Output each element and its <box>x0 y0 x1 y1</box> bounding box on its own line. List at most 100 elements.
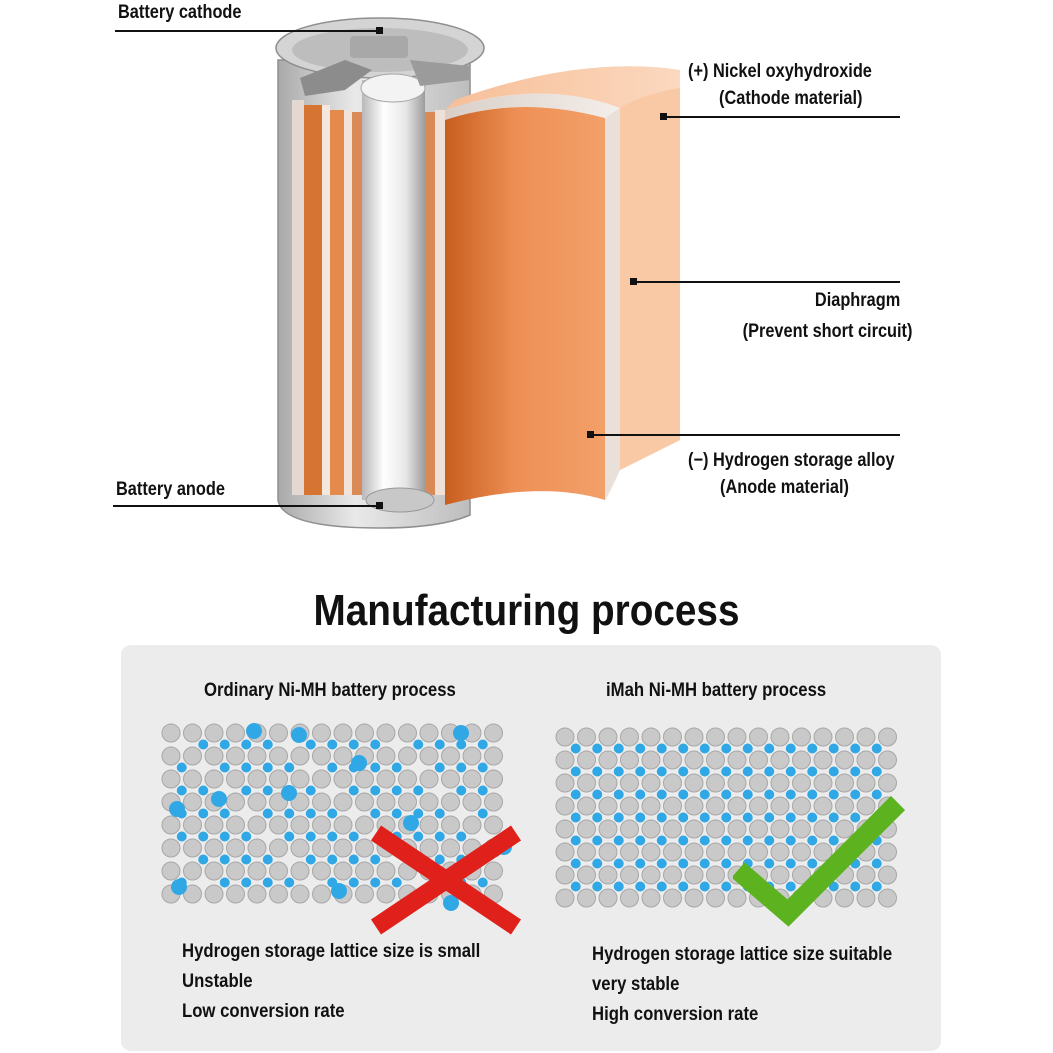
lattice-atom <box>312 746 331 766</box>
hydrogen-atom <box>592 858 603 869</box>
lattice-atom <box>598 819 618 839</box>
winding-layers <box>292 100 445 495</box>
nickel-oxyhydroxide-label: (+) Nickel oxyhydroxide <box>688 61 872 82</box>
hydrogen-atom <box>678 881 689 892</box>
lattice-atom <box>792 750 811 770</box>
hydrogen-atom <box>764 858 775 869</box>
hydrogen-atom <box>635 881 646 892</box>
lattice-atom <box>684 842 704 862</box>
hydrogen-atom <box>635 789 646 800</box>
lattice-atom <box>333 769 353 789</box>
hydrogen-atom <box>656 858 667 869</box>
lattice-atom <box>577 819 596 839</box>
hydrogen-atom <box>807 789 818 800</box>
hydrogen-atom <box>219 762 230 773</box>
hydrogen-atom <box>241 739 252 750</box>
lattice-atom <box>706 727 725 747</box>
hydrogen-atom <box>305 785 316 796</box>
lattice-atom <box>598 773 618 793</box>
lattice-atom <box>598 796 618 816</box>
hydrogen-atom <box>391 808 402 819</box>
lattice-atom <box>641 727 661 747</box>
hydrogen-atom <box>785 812 796 823</box>
lattice-atom <box>204 769 224 789</box>
lattice-atom <box>856 796 876 816</box>
lattice-atom <box>706 888 725 908</box>
battery-core <box>360 73 435 513</box>
lattice-atom <box>269 815 288 835</box>
hydrogen-atom <box>678 789 689 800</box>
lattice-atom <box>333 861 353 881</box>
hydrogen-atom <box>413 739 424 750</box>
lattice-atom <box>484 769 503 789</box>
hydrogen-atom <box>198 808 209 819</box>
hydrogen-atom <box>305 808 316 819</box>
hydrogen-atom <box>635 858 646 869</box>
hydrogen-atom <box>828 789 839 800</box>
hydrogen-atom <box>246 723 262 739</box>
hydrogen-atom <box>198 854 209 865</box>
lattice-atom <box>641 750 661 770</box>
hydrogen-atom <box>656 881 667 892</box>
hydrogen-atom <box>219 808 230 819</box>
hydrogen-atom <box>699 812 710 823</box>
hydrogen-atom <box>305 739 316 750</box>
lattice-atom <box>226 769 245 789</box>
lattice-atom <box>684 773 704 793</box>
lattice-atom <box>555 773 575 793</box>
lattice-atom <box>290 815 310 835</box>
anode-material-label: (Anode material) <box>720 477 849 498</box>
lattice-atom <box>247 838 267 858</box>
hydrogen-atom <box>678 835 689 846</box>
hydrogen-atom <box>656 812 667 823</box>
ordinary-description: Hydrogen storage lattice size is small U… <box>182 937 480 1027</box>
lattice-atom <box>333 792 353 812</box>
hydrogen-atom <box>785 835 796 846</box>
hydrogen-atom <box>721 881 732 892</box>
lattice-atom <box>684 865 704 885</box>
lattice-atom <box>684 727 704 747</box>
lattice-atom <box>598 888 618 908</box>
lattice-atom <box>555 727 575 747</box>
lattice-atom <box>706 842 725 862</box>
hydrogen-atom <box>850 881 861 892</box>
hydrogen-atom <box>413 808 424 819</box>
hydrogen-atom <box>370 854 381 865</box>
nickel-leader-line <box>663 116 900 118</box>
lattice-atom <box>376 723 396 743</box>
lattice-atom <box>749 819 768 839</box>
hydrogen-atom <box>592 766 603 777</box>
lattice-atom <box>419 838 439 858</box>
hydrogen-atom <box>370 785 381 796</box>
lattice-atom <box>161 815 181 835</box>
lattice-atom <box>247 792 267 812</box>
lattice-atom <box>598 865 618 885</box>
lattice-atom <box>312 815 331 835</box>
hydrogen-atom <box>434 808 445 819</box>
hydrogen-atom <box>721 743 732 754</box>
hydrogen-atom <box>635 743 646 754</box>
hydrogen-atom <box>305 854 316 865</box>
hydrogen-atom <box>570 858 581 869</box>
lattice-atom <box>462 815 482 835</box>
hydrogen-atom <box>785 766 796 777</box>
hydrogen-atom <box>656 766 667 777</box>
lattice-atom <box>792 842 811 862</box>
lattice-atom <box>183 723 202 743</box>
lattice-atom <box>663 796 682 816</box>
lattice-atom <box>878 750 897 770</box>
hydrogen-atom <box>871 743 882 754</box>
lattice-atom <box>663 773 682 793</box>
hydrogen-atom <box>742 766 753 777</box>
lattice-atom <box>183 884 202 904</box>
lattice-atom <box>247 746 267 766</box>
hydrogen-atom <box>171 879 187 895</box>
hydrogen-atom <box>281 785 297 801</box>
hydrogen-atom <box>241 785 252 796</box>
hydrogen-atom <box>592 881 603 892</box>
lattice-atom <box>269 723 288 743</box>
lattice-atom <box>684 888 704 908</box>
lattice-atom <box>355 769 374 789</box>
lattice-atom <box>161 723 181 743</box>
hydrogen-atom <box>241 831 252 842</box>
